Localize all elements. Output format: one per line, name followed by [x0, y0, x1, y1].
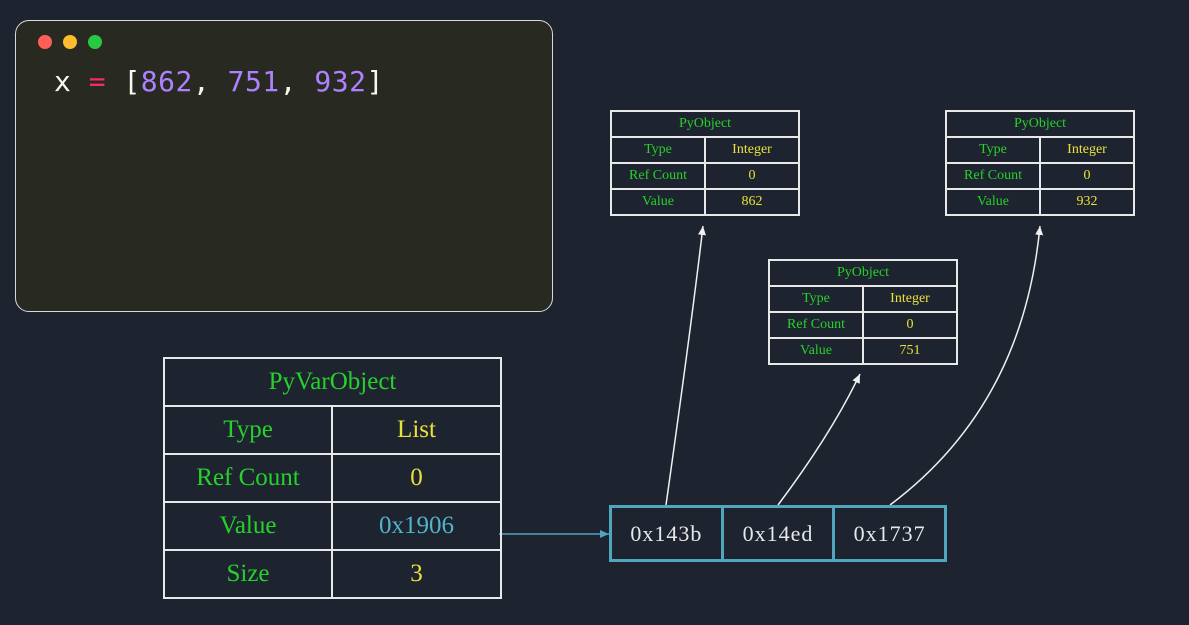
- list-value-label: Value: [163, 501, 333, 551]
- int-type-value: Integer: [861, 285, 959, 313]
- list-object-title: PyVarObject: [163, 357, 502, 407]
- int-object-title: PyObject: [944, 110, 1136, 138]
- int-refcount-label: Ref Count: [768, 311, 864, 339]
- pointer-cell-1: 0x14ed: [720, 505, 836, 562]
- int-value-label: Value: [945, 188, 1041, 216]
- maximize-dot-icon: [88, 35, 102, 49]
- list-value-value: 0x1906: [331, 501, 502, 551]
- code-sep-0: ,: [192, 65, 228, 98]
- code-close-bracket: ]: [366, 65, 384, 98]
- code-line: x = [862, 751, 932]: [54, 65, 384, 98]
- int-object-title: PyObject: [767, 259, 959, 287]
- arrow-to-862: [665, 225, 706, 506]
- int-refcount-label: Ref Count: [610, 162, 706, 190]
- int-refcount-value: 0: [1038, 162, 1136, 190]
- list-refcount-value: 0: [331, 453, 502, 503]
- code-window: x = [862, 751, 932]: [15, 20, 553, 312]
- pointer-array: 0x143b 0x14ed 0x1737: [609, 505, 947, 562]
- int-type-value: Integer: [1038, 136, 1136, 164]
- code-num-1: 751: [227, 65, 280, 98]
- int-type-value: Integer: [703, 136, 801, 164]
- int-refcount-label: Ref Count: [945, 162, 1041, 190]
- list-object-table: PyVarObject Type List Ref Count 0 Value …: [163, 357, 502, 599]
- int-value-label: Value: [610, 188, 706, 216]
- list-type-label: Type: [163, 405, 333, 455]
- int-refcount-value: 0: [861, 311, 959, 339]
- int-type-label: Type: [768, 285, 864, 313]
- int-type-label: Type: [945, 136, 1041, 164]
- code-open-bracket: [: [123, 65, 141, 98]
- close-dot-icon: [38, 35, 52, 49]
- code-operator: =: [88, 65, 107, 98]
- code-num-0: 862: [140, 65, 193, 98]
- arrow-to-751: [777, 373, 861, 506]
- code-sep-1: ,: [279, 65, 315, 98]
- int-refcount-value: 0: [703, 162, 801, 190]
- int-value-value: 751: [861, 337, 959, 365]
- list-type-value: List: [331, 405, 502, 455]
- list-size-value: 3: [331, 549, 502, 599]
- int-value-value: 862: [703, 188, 801, 216]
- pointer-cell-0: 0x143b: [609, 505, 724, 562]
- pointer-cell-2: 0x1737: [832, 505, 947, 562]
- code-num-2: 932: [314, 65, 367, 98]
- int-value-label: Value: [768, 337, 864, 365]
- int-object-title: PyObject: [609, 110, 801, 138]
- code-var: x: [54, 65, 72, 98]
- int-value-value: 932: [1038, 188, 1136, 216]
- list-refcount-label: Ref Count: [163, 453, 333, 503]
- arrow-to-932: [889, 225, 1044, 506]
- list-size-label: Size: [163, 549, 333, 599]
- minimize-dot-icon: [63, 35, 77, 49]
- int-type-label: Type: [610, 136, 706, 164]
